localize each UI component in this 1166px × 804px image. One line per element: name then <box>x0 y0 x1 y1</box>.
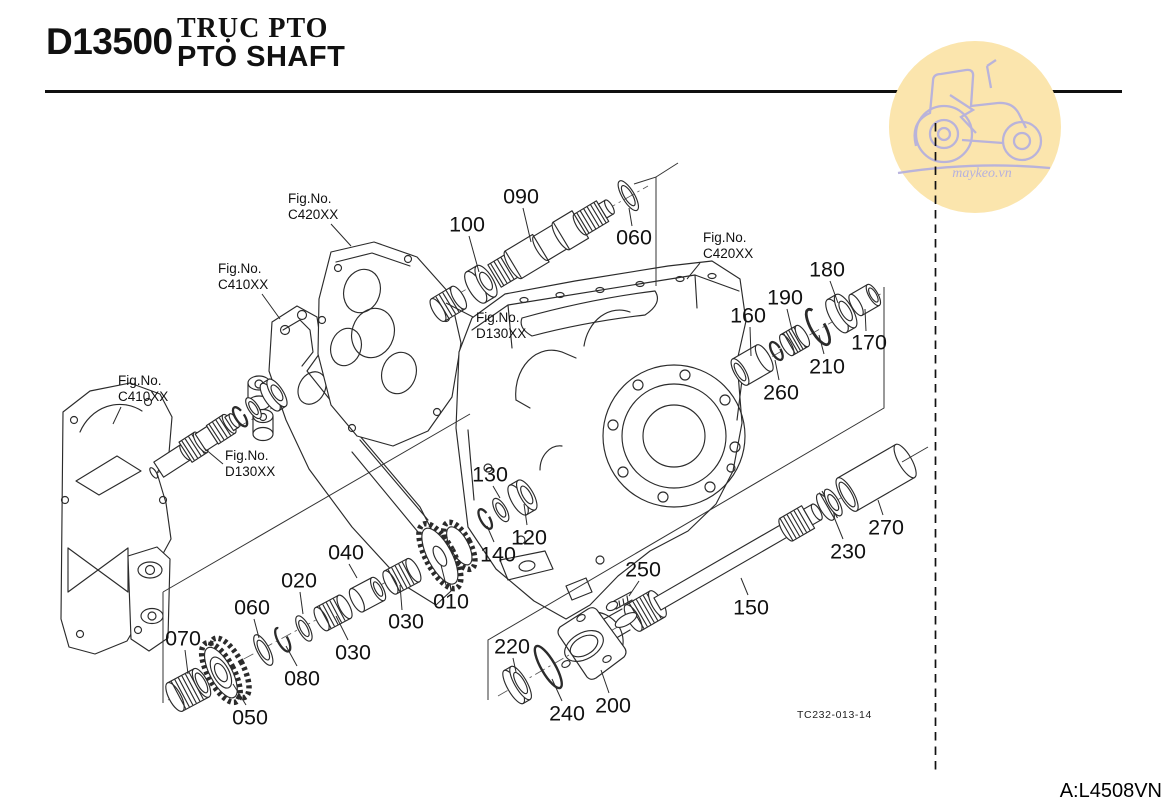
part-callout-060: 060 <box>234 596 270 620</box>
watermark-logo: maykeo.vn <box>889 41 1061 213</box>
leader-line <box>628 580 640 597</box>
right-bearing-group <box>730 283 882 386</box>
front-pto-shaft-group <box>149 378 288 479</box>
tractor-icon <box>897 59 1051 175</box>
part-callout-250: 250 <box>625 558 661 582</box>
leader-line <box>492 485 501 499</box>
header-divider <box>45 90 1122 93</box>
pto-output-shaft-group <box>502 443 917 705</box>
leader-line <box>774 359 780 381</box>
leader-line <box>786 308 793 331</box>
part-callout-120: 120 <box>511 526 547 550</box>
leader-line <box>468 235 480 273</box>
fig-ref-label: Fig.No. <box>118 373 162 388</box>
leader-line <box>686 262 701 280</box>
leader-line <box>512 657 517 673</box>
leader-line <box>818 334 825 355</box>
part-callout-140: 140 <box>480 543 516 567</box>
part-callout-240: 240 <box>549 702 585 726</box>
leader-line <box>864 308 867 332</box>
fig-ref-C410XX: C410XX <box>118 389 168 404</box>
pto-counter-shaft-group <box>429 180 640 323</box>
part-callout-020: 020 <box>281 569 317 593</box>
leader-line <box>486 525 495 543</box>
part-callout-270: 270 <box>868 516 904 540</box>
catalog-code: A:L4508VN <box>1059 780 1162 802</box>
part-callout-200: 200 <box>595 694 631 718</box>
leader-line <box>829 280 839 304</box>
fig-ref-label: Fig.No. <box>288 191 332 206</box>
front-plate <box>317 241 462 447</box>
part-callout-030: 030 <box>335 641 371 665</box>
watermark-text: maykeo.vn <box>952 166 1011 181</box>
gear-cluster-group <box>165 519 478 712</box>
leader-line <box>551 678 563 702</box>
leader-line <box>335 615 349 641</box>
bearing-holder-flange <box>557 591 638 680</box>
leader-line <box>112 406 122 425</box>
leader-line <box>740 577 749 596</box>
leader-line <box>523 503 528 526</box>
fig-ref-C420XX: C420XX <box>703 246 753 261</box>
bolt-250 <box>605 600 619 612</box>
part-callout-080: 080 <box>284 667 320 691</box>
part-callout-060: 060 <box>616 226 652 250</box>
part-callout-160: 160 <box>730 304 766 328</box>
fig-ref-D130XX: D130XX <box>476 326 526 341</box>
part-callout-180: 180 <box>809 258 845 282</box>
page-title: D13500 <box>46 21 173 62</box>
leader-line <box>445 302 474 318</box>
leader-line <box>203 447 224 465</box>
group-boundaries <box>162 162 929 703</box>
part-callout-230: 230 <box>830 540 866 564</box>
part-callout-070: 070 <box>165 627 201 651</box>
leader-line <box>877 499 884 516</box>
fig-ref-label: Fig.No. <box>703 230 747 245</box>
leader-line <box>253 618 260 639</box>
leader-line <box>285 645 298 667</box>
housing-main <box>455 260 747 620</box>
part-callout-050: 050 <box>232 706 268 730</box>
leader-line <box>399 584 403 611</box>
fig-ref-label: Fig.No. <box>476 310 520 325</box>
leader-line <box>261 293 281 320</box>
part-callout-220: 220 <box>494 635 530 659</box>
part-callout-090: 090 <box>503 185 539 209</box>
leader-line <box>299 591 304 615</box>
leader-line <box>833 516 844 540</box>
drawing-code: TC232-013-14 <box>797 709 872 721</box>
leader-line <box>749 326 752 357</box>
part-callout-210: 210 <box>809 355 845 379</box>
leader-line <box>440 564 448 590</box>
fig-ref-C420XX: C420XX <box>288 207 338 222</box>
leader-line <box>600 669 610 694</box>
housing-left <box>60 382 173 655</box>
fig-ref-C410XX: C410XX <box>218 277 268 292</box>
part-callout-260: 260 <box>763 381 799 405</box>
fig-ref-label: Fig.No. <box>225 448 269 463</box>
part-callout-170: 170 <box>851 331 887 355</box>
leader-line <box>184 649 189 675</box>
leader-line <box>232 683 247 706</box>
part-callout-030: 030 <box>388 610 424 634</box>
leader-line <box>522 207 532 243</box>
leader-line <box>330 223 352 247</box>
part-callout-010: 010 <box>433 590 469 614</box>
fig-ref-D130XX: D130XX <box>225 464 275 479</box>
part-callout-190: 190 <box>767 286 803 310</box>
part-callout-150: 150 <box>733 596 769 620</box>
title-vietnamese: TRỤC PTO <box>177 13 329 44</box>
leader-line <box>348 563 358 579</box>
leader-line <box>628 207 633 227</box>
fig-ref-label: Fig.No. <box>218 261 262 276</box>
part-callout-100: 100 <box>449 213 485 237</box>
part-callout-130: 130 <box>472 463 508 487</box>
title-english: PTO SHAFT <box>177 41 346 73</box>
part-callout-040: 040 <box>328 541 364 565</box>
